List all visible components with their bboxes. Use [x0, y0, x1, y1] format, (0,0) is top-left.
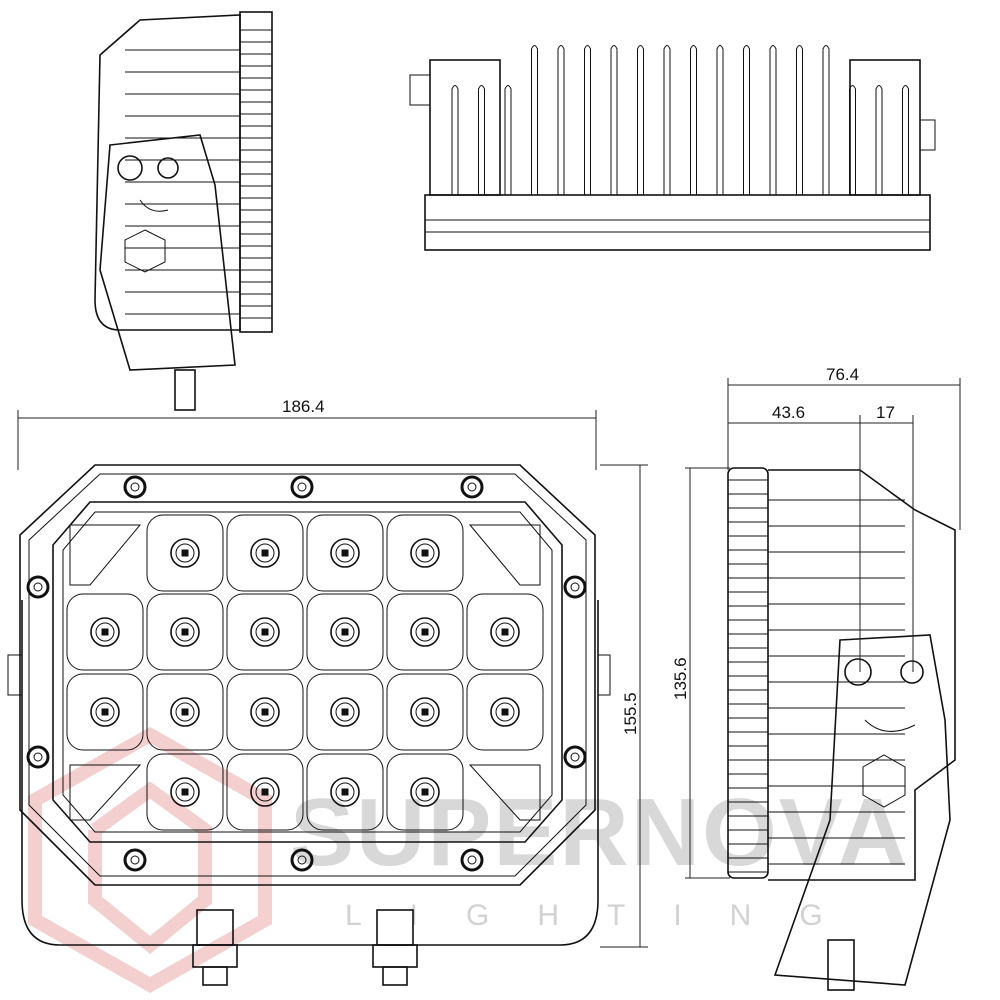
led-cell: [386, 673, 464, 751]
led-cell: [466, 673, 544, 751]
mounting-bracket-side: [773, 634, 951, 986]
led-cell: [226, 753, 304, 831]
dim-pivot-label: 43.6: [772, 403, 805, 422]
corner-reflector: [69, 524, 142, 586]
heat-sink-fin: [769, 45, 777, 195]
front-lens-frame: [52, 501, 563, 843]
led-cell: [386, 514, 464, 592]
side-view-large: [727, 467, 956, 991]
housing-screw: [26, 745, 50, 769]
brand-logo-icon: [124, 229, 166, 273]
cable-gland: [192, 909, 238, 986]
housing-screw: [563, 745, 587, 769]
housing-screw: [290, 475, 314, 499]
housing-screw: [460, 475, 484, 499]
led-cell: [306, 593, 384, 671]
heat-sink-fin: [531, 45, 538, 195]
mounting-bracket: [99, 134, 236, 371]
led-cell: [306, 514, 384, 592]
heat-sink-fin: [822, 45, 830, 195]
front-housing: [19, 464, 596, 886]
housing-screw: [290, 848, 314, 872]
front-view: [7, 464, 611, 986]
led-cell: [386, 593, 464, 671]
led-cell: [146, 514, 224, 592]
heat-sink-fin: [663, 45, 671, 195]
heat-sink-fin: [478, 85, 485, 195]
led-cell: [226, 593, 304, 671]
led-cell: [146, 753, 224, 831]
heat-sink-fin: [716, 45, 724, 195]
dim-side-height-label: 135.6: [671, 657, 690, 700]
corner-reflector: [468, 764, 541, 821]
led-cell: [306, 753, 384, 831]
heat-sink-fin: [584, 45, 591, 195]
led-cell: [466, 593, 544, 671]
heat-sink-fin: [796, 45, 803, 195]
side-view-small: [94, 11, 273, 411]
dim-depth-label: 76.4: [826, 365, 859, 384]
heat-sink-fin: [637, 45, 644, 195]
led-cell: [146, 673, 224, 751]
heat-sink-fin: [849, 85, 856, 195]
heat-sink-fin: [902, 85, 909, 195]
housing-screw: [460, 848, 484, 872]
heat-sink-fin: [451, 85, 459, 195]
heat-sink-fin: [557, 45, 565, 195]
housing-screw: [123, 848, 147, 872]
cable-gland: [372, 909, 418, 986]
top-view: [409, 45, 936, 251]
watermark-logo: [28, 726, 272, 994]
led-cell: [66, 673, 144, 751]
led-cell: [306, 673, 384, 751]
dim-width-label: 186.4: [282, 397, 325, 416]
heat-sink-fin: [690, 45, 697, 195]
led-cell: [226, 673, 304, 751]
brand-logo-icon-side: [862, 754, 906, 808]
housing-screw: [563, 575, 587, 599]
led-cell: [386, 753, 464, 831]
heat-sink-fin: [504, 85, 512, 195]
heat-sink-fin: [743, 45, 750, 195]
led-cell: [66, 593, 144, 671]
corner-reflector: [69, 764, 142, 821]
heat-sink-fin: [610, 45, 618, 195]
front-bracket: [21, 600, 599, 946]
housing-screw: [123, 475, 147, 499]
led-cell: [146, 593, 224, 671]
corner-reflector: [468, 524, 541, 586]
watermark-sub: LIGHTING: [345, 899, 871, 932]
dimension-lines: [17, 378, 961, 948]
housing-screw: [26, 575, 50, 599]
dim-offset-label: 17: [876, 403, 895, 422]
led-cell: [226, 514, 304, 592]
dim-height-label: 155.5: [621, 692, 640, 735]
heat-sink-fin: [875, 85, 883, 195]
